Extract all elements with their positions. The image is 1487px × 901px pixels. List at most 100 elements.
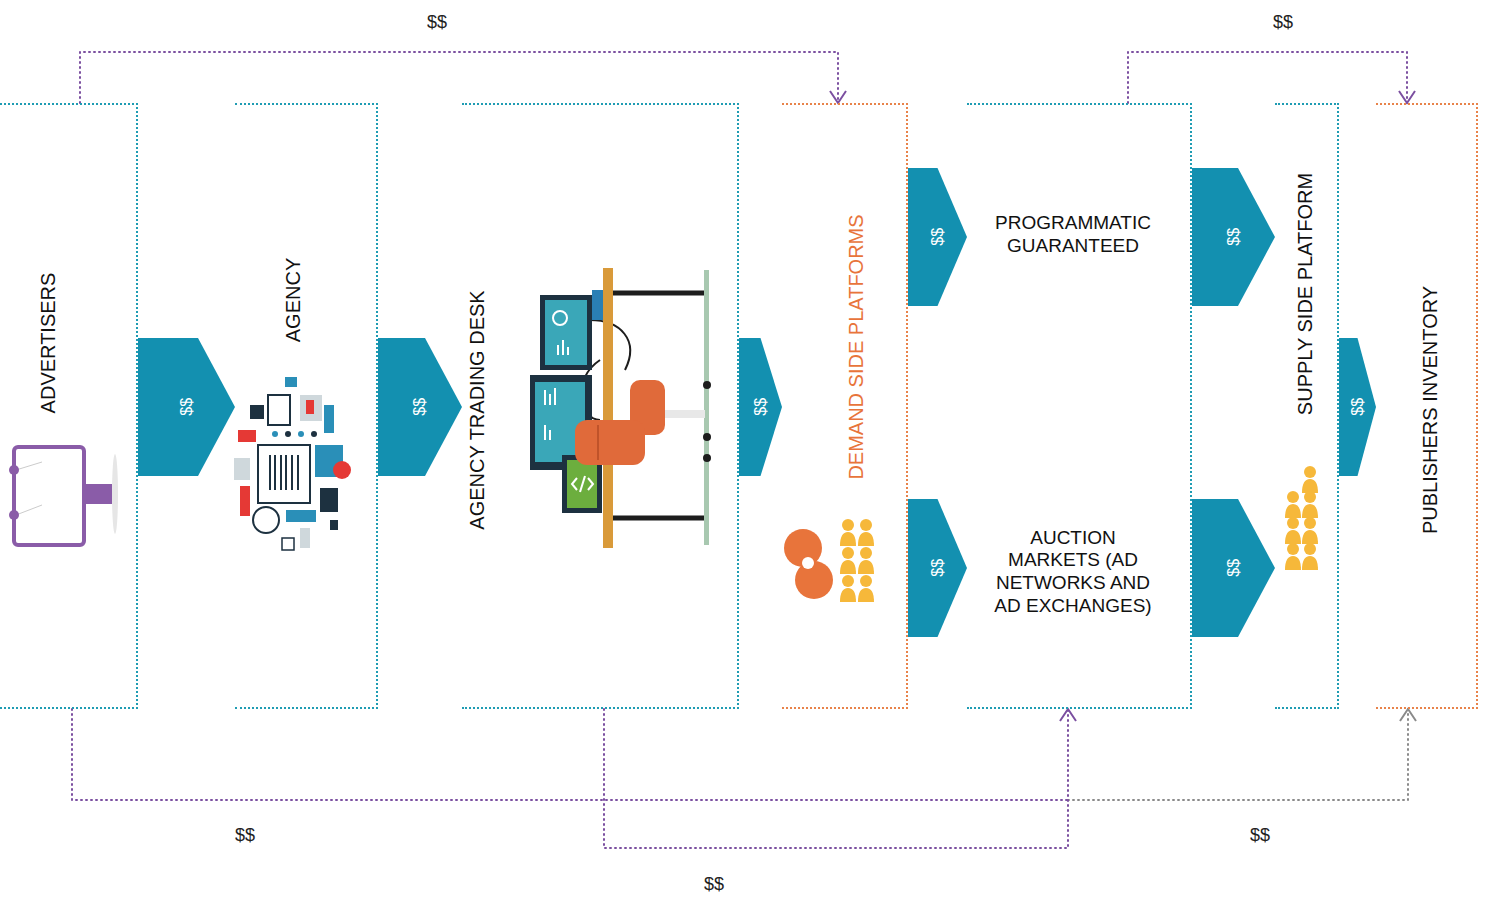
screen-bars — [545, 388, 555, 440]
icon-piece — [240, 486, 250, 516]
person-icon — [1285, 543, 1301, 570]
connector — [138, 338, 235, 476]
node-label: ADVERTISERS — [36, 273, 60, 414]
pin — [9, 465, 19, 475]
process-box: PUBLISHERS INVENTORY — [1376, 103, 1478, 709]
edge-label: $$ — [1349, 398, 1367, 416]
connector — [378, 338, 462, 476]
connector — [908, 168, 967, 306]
bolt — [703, 433, 711, 441]
person-fold — [597, 425, 599, 460]
person-icon — [1302, 466, 1318, 493]
screen-bars — [558, 340, 568, 355]
chevron-arrow — [1192, 168, 1275, 306]
edge-label: $$ — [702, 874, 726, 895]
code-glyph — [588, 478, 593, 490]
desk-leg — [613, 516, 707, 521]
connector — [1128, 52, 1415, 103]
speech-head — [795, 561, 833, 599]
icon-dot — [298, 431, 304, 437]
person-icon — [1302, 517, 1318, 544]
icon-piece — [234, 458, 250, 480]
person-icon — [858, 575, 874, 602]
connector — [80, 52, 846, 103]
chevron-arrow — [1192, 499, 1275, 637]
process-box: AGENCY TRADING DESK — [462, 103, 739, 709]
icon-piece — [306, 400, 314, 414]
billboard-frame — [14, 447, 84, 545]
edge-label: $$ — [178, 398, 196, 416]
icon-piece — [286, 510, 316, 522]
desk-leg — [613, 291, 707, 296]
icon-piece — [333, 461, 351, 479]
icon-dot — [272, 431, 278, 437]
pin-line — [16, 505, 42, 515]
dotted-line — [604, 709, 1068, 848]
pin-line — [16, 462, 42, 470]
chevron-arrow — [138, 338, 235, 476]
edge-label: $$ — [929, 559, 947, 577]
icon-piece — [320, 488, 338, 512]
pin — [9, 510, 19, 520]
edge-label: $$ — [411, 398, 429, 416]
chevron-arrow — [908, 499, 967, 637]
headset — [592, 290, 604, 320]
process-box: DEMAND SIDE PLATFORMS — [782, 103, 908, 709]
icon-piece — [258, 445, 310, 503]
node-label: AGENCY TRADING DESK — [464, 290, 488, 529]
chevron-arrow — [378, 338, 462, 476]
edge-label: $$ — [1225, 228, 1243, 246]
edge-label: $$ — [1271, 12, 1295, 33]
icon-piece — [324, 405, 334, 433]
dotted-line — [72, 709, 1068, 800]
icon-piece — [330, 520, 338, 530]
icon-piece — [300, 395, 322, 421]
code-glyph — [572, 478, 577, 490]
dotted-line — [1068, 709, 1408, 800]
dotted-line — [80, 52, 838, 103]
agency-collage — [234, 377, 351, 550]
icon-dot — [311, 431, 317, 437]
person-icon — [840, 575, 856, 602]
connector — [908, 499, 967, 637]
edge-label: $$ — [752, 398, 770, 416]
note-label: $$ — [1248, 825, 1272, 846]
icon-dot — [285, 431, 291, 437]
person-icon — [858, 547, 874, 574]
connector — [604, 709, 1076, 848]
process-box: AGENCY — [235, 103, 378, 709]
monitor-screen — [545, 300, 587, 365]
connector — [739, 338, 782, 476]
connector — [1192, 499, 1275, 637]
code-glyph — [580, 476, 585, 492]
monitor — [540, 295, 592, 370]
edge-label: $$ — [425, 12, 449, 33]
chevron-arrow — [1339, 338, 1376, 476]
icon-piece — [253, 507, 279, 533]
chevron-arrow — [908, 168, 967, 306]
person-icon — [840, 519, 856, 546]
person-icon — [1302, 491, 1318, 518]
edge-label: $$ — [929, 228, 947, 246]
trading-desk-illustration — [530, 268, 711, 548]
node-label: PROGRAMMATIC GUARANTEED — [983, 212, 1163, 258]
process-box: PROGRAMMATIC GUARANTEED AUCTION MARKETS (… — [967, 103, 1192, 709]
icon-piece — [285, 377, 297, 387]
barcode — [270, 455, 298, 490]
icon-piece — [268, 395, 290, 425]
billboard-base — [112, 454, 118, 534]
icon-piece — [300, 528, 310, 548]
node-label: DEMAND SIDE PLATFORMS — [843, 214, 867, 479]
process-box: ADVERTISERS — [0, 103, 138, 709]
person-icon — [858, 519, 874, 546]
node-label: SUPPLY SIDE PLATFORM — [1293, 173, 1317, 415]
node-label: AUCTION MARKETS (AD NETWORKS AND AD EXCH… — [983, 527, 1163, 618]
chevron-arrow — [739, 338, 782, 476]
chair-arm — [665, 410, 705, 418]
node-label: PUBLISHERS INVENTORY — [1418, 286, 1442, 534]
node-label: AGENCY — [281, 258, 305, 342]
dsp-people — [784, 519, 874, 602]
icon-piece — [238, 430, 256, 442]
